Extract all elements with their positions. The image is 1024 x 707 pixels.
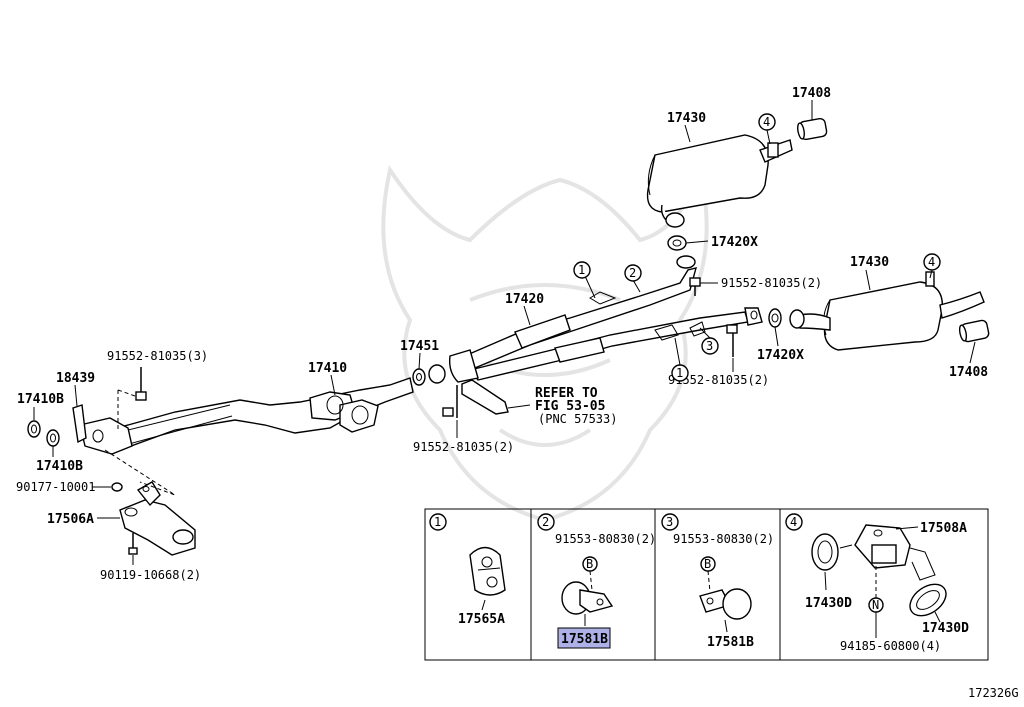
support-bracket-17506A[interactable] [119, 481, 196, 556]
pipe-17408-upper[interactable] [797, 117, 828, 141]
gasket-18439[interactable] [72, 404, 87, 444]
label-17410[interactable]: 17410 [308, 361, 347, 376]
detail-panels: 1 17565A 2 91553-80830(2) B [424, 508, 989, 661]
detail-panel-4[interactable]: 4 17430D 17508A N 94185-60800(4) [785, 513, 969, 653]
label-17420X-right[interactable]: 17420X [757, 348, 804, 363]
detail-panel-1[interactable]: 1 17565A [429, 513, 506, 627]
gasket-17451[interactable] [412, 364, 446, 386]
panel-4-nut[interactable]: 94185-60800(4) [840, 639, 941, 653]
bolt-91552-mid[interactable] [442, 385, 458, 418]
figure-code: 172326G [968, 686, 1019, 700]
label-18439[interactable]: 18439 [56, 371, 95, 386]
label-17430-right[interactable]: 17430 [850, 255, 889, 270]
callout-2[interactable]: 2 [629, 266, 636, 280]
reference-bracket [461, 379, 531, 415]
refer-note-line3: (PNC 57533) [538, 412, 617, 426]
label-17408-right[interactable]: 17408 [949, 365, 988, 380]
label-17451[interactable]: 17451 [400, 339, 439, 354]
panel-3-part[interactable]: 17581B [707, 635, 754, 650]
gasket-17410B-bottom[interactable] [46, 429, 60, 447]
panel-4-part-left[interactable]: 17430D [805, 596, 852, 611]
panel-2-bolt[interactable]: 91553-80830(2) [555, 532, 656, 546]
bolt-90119[interactable] [128, 533, 138, 555]
panel-2-part[interactable]: 17581B [561, 632, 608, 647]
gasket-17430D-right-drawing [909, 583, 947, 617]
leader-lines [33, 100, 976, 565]
label-bolt-91552-top[interactable]: 91552-81035(2) [721, 276, 822, 290]
hanger-17581B-drawing-2 [561, 581, 614, 615]
gasket-17420X-upper[interactable] [667, 235, 687, 251]
panel-3-bolt[interactable]: 91553-80830(2) [673, 532, 774, 546]
label-17430-top[interactable]: 17430 [667, 111, 706, 126]
label-17410B-bottom[interactable]: 17410B [36, 459, 83, 474]
label-17420X-top[interactable]: 17420X [711, 235, 758, 250]
label-17506A[interactable]: 17506A [47, 512, 94, 527]
label-bolt-91552-right[interactable]: 91552-81035(2) [668, 373, 769, 387]
callout-3[interactable]: 3 [706, 339, 713, 353]
panel-4-part-right[interactable]: 17430D [922, 621, 969, 636]
panel-3-number: 3 [666, 515, 673, 529]
hanger-17565A-drawing [469, 546, 506, 596]
panel-2-part-highlight [557, 627, 611, 649]
bolt-91552-top[interactable] [689, 277, 701, 296]
bolt-91552-right[interactable] [726, 324, 738, 357]
panel-2-marker: B [586, 557, 593, 571]
bolt-91552-left[interactable] [117, 367, 147, 430]
hanger-17581B-drawing-3 [699, 588, 752, 620]
gasket-17420X-right[interactable] [768, 308, 805, 329]
front-pipe-17410[interactable] [79, 377, 414, 455]
detail-panel-3[interactable]: 3 91553-80830(2) B 17581B [661, 513, 774, 650]
pipe-17408-right[interactable] [958, 319, 990, 343]
panel-2-number: 2 [542, 515, 549, 529]
label-17410B-top[interactable]: 17410B [17, 392, 64, 407]
label-17420[interactable]: 17420 [505, 292, 544, 307]
gasket-17410B-top[interactable] [27, 420, 41, 438]
panel-4-number: 4 [790, 515, 797, 529]
muffler-right[interactable] [799, 271, 985, 351]
center-pipe-17420[interactable] [448, 255, 763, 383]
label-bolt-91552-mid[interactable]: 91552-81035(2) [413, 440, 514, 454]
part-labels: 17408 17430 17420X 91552-81035(2) 17430 … [16, 86, 1019, 700]
callout-4-right[interactable]: 4 [928, 255, 935, 269]
callout-1-lower[interactable]: 1 [676, 366, 683, 380]
label-90177[interactable]: 90177-10001 [16, 480, 95, 494]
panel-4-marker: N [872, 598, 879, 612]
refer-note-line1: REFER TO [535, 386, 598, 401]
panel-1-number: 1 [434, 515, 441, 529]
label-bolt-91552-left[interactable]: 91552-81035(3) [107, 349, 208, 363]
dashed-support-guide [104, 449, 176, 496]
callout-4-upper[interactable]: 4 [763, 115, 770, 129]
bolt-90177[interactable] [111, 482, 123, 492]
panel-1-part[interactable]: 17565A [458, 612, 505, 627]
panel-4-part-top[interactable]: 17508A [920, 521, 967, 536]
callout-1-upper[interactable]: 1 [578, 263, 585, 277]
detail-panel-2[interactable]: 2 91553-80830(2) B 17581B [537, 513, 656, 649]
bracket-17508A-drawing [839, 524, 936, 581]
callout-markers: 4 4 1 2 3 1 [573, 113, 941, 382]
label-90119[interactable]: 90119-10668(2) [100, 568, 201, 582]
label-17408-top[interactable]: 17408 [792, 86, 831, 101]
gasket-17430D-left-drawing [811, 533, 839, 571]
muffler-upper[interactable] [646, 134, 793, 228]
panel-3-marker: B [704, 557, 711, 571]
refer-note-line2: FIG 53-05 [535, 399, 605, 414]
